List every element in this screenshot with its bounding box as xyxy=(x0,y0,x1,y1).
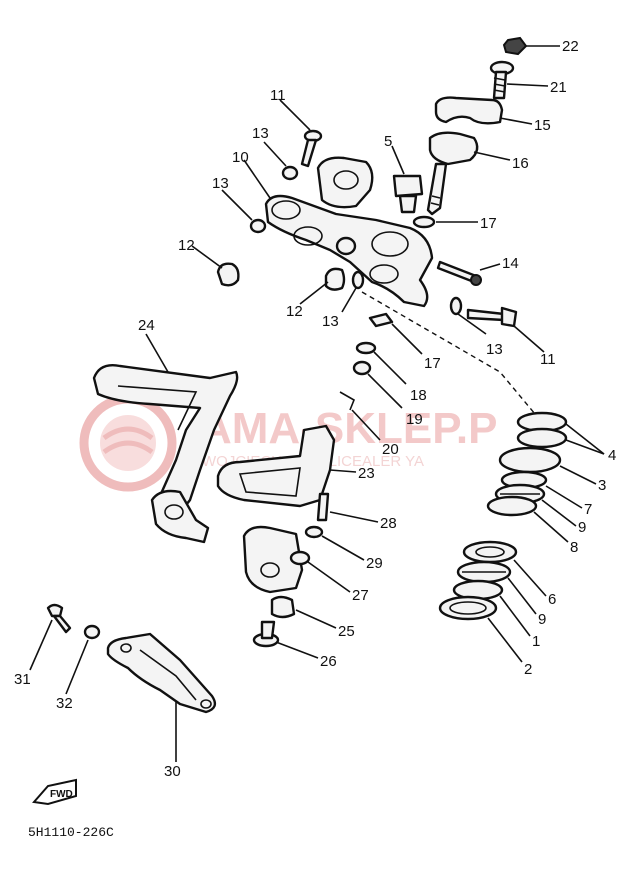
part-13-washer-b xyxy=(221,189,267,234)
callout-6: 6 xyxy=(548,591,556,608)
part-20-pin xyxy=(339,391,381,441)
callout-13-d: 13 xyxy=(486,341,503,358)
part-15-holder-upper xyxy=(434,96,533,125)
callout-15: 15 xyxy=(534,117,551,134)
part-upper-bracket xyxy=(243,159,434,308)
part-14-bolt xyxy=(436,260,501,286)
callout-28: 28 xyxy=(380,515,397,532)
part-13-washer-c xyxy=(341,270,365,313)
part-28-bolt xyxy=(316,492,379,523)
callout-21: 21 xyxy=(550,79,567,96)
fwd-arrow-icon: FWD xyxy=(32,778,77,806)
callout-23: 23 xyxy=(358,465,375,482)
callout-10: 10 xyxy=(232,149,249,166)
part-8-race xyxy=(486,495,569,543)
callout-7: 7 xyxy=(584,501,592,518)
callout-17-top: 17 xyxy=(480,215,497,232)
diagram-code: 5H1110-226C xyxy=(28,825,114,840)
callout-22: 22 xyxy=(562,38,579,55)
part-12-cap-nut-left xyxy=(191,245,240,287)
callout-24: 24 xyxy=(138,317,155,334)
part-7-race xyxy=(500,470,583,509)
part-handle-holder-left xyxy=(316,156,374,209)
callout-17-mid: 17 xyxy=(424,355,441,372)
part-11-bolt-right xyxy=(466,306,545,353)
part-13-washer-d xyxy=(449,296,487,335)
callout-12-left: 12 xyxy=(178,237,195,254)
part-26-bushing xyxy=(252,620,319,659)
part-24-bracket xyxy=(92,333,239,544)
part-12-cap-nut-right xyxy=(299,267,346,305)
callout-9-top: 9 xyxy=(578,519,586,536)
callout-4: 4 xyxy=(608,447,616,464)
callout-29: 29 xyxy=(366,555,383,572)
callout-19: 19 xyxy=(406,411,423,428)
callout-13-c: 13 xyxy=(322,313,339,330)
part-6-race xyxy=(462,540,547,597)
part-13-washer-a xyxy=(263,141,299,181)
watermark-logo-icon xyxy=(79,394,177,492)
callout-18: 18 xyxy=(410,387,427,404)
part-32-washer xyxy=(65,624,101,695)
part-17-washer-top xyxy=(412,215,478,229)
callout-13-a: 13 xyxy=(252,125,269,142)
callout-3: 3 xyxy=(598,477,606,494)
watermark-brand: AMA-SKLEP.P xyxy=(200,404,497,453)
callout-2: 2 xyxy=(524,661,532,678)
callout-11-right: 11 xyxy=(540,351,556,368)
watermark: AMA-SKLEP.P WOJCIECH WICZ LICEALER YA xyxy=(79,394,497,492)
callout-14: 14 xyxy=(502,255,519,272)
part-3-race xyxy=(498,446,597,485)
callout-25: 25 xyxy=(338,623,355,640)
callout-16: 16 xyxy=(512,155,529,172)
part-22-nut xyxy=(502,36,560,56)
callout-8: 8 xyxy=(570,539,578,556)
part-16-holder-lower xyxy=(426,131,511,216)
part-17-washer-mid xyxy=(368,312,423,355)
part-30-bracket xyxy=(106,632,217,762)
part-29-washer xyxy=(304,525,365,561)
part-9-bearing-lower xyxy=(456,560,537,615)
alignment-line xyxy=(361,291,541,421)
callout-11-top: 11 xyxy=(270,87,286,104)
callout-26: 26 xyxy=(320,653,337,670)
callout-13-b: 13 xyxy=(212,175,229,192)
fwd-label: FWD xyxy=(50,789,73,800)
callout-1: 1 xyxy=(532,633,540,650)
callout-31: 31 xyxy=(14,671,31,688)
part-25-collar xyxy=(270,595,337,629)
part-11-bolt-top xyxy=(279,99,323,168)
callouts: 22 21 15 16 11 13 5 10 13 17 12 14 12 13… xyxy=(14,38,616,780)
part-31-bolt xyxy=(29,603,72,671)
callout-5: 5 xyxy=(384,133,392,150)
part-18-washer xyxy=(355,341,407,385)
part-27-collar xyxy=(289,550,351,593)
callout-30: 30 xyxy=(164,763,181,780)
part-23-bracket xyxy=(216,424,357,594)
part-4-bearing-cover xyxy=(516,411,605,455)
callout-32: 32 xyxy=(56,695,73,712)
part-2-seal xyxy=(438,595,523,663)
callout-12-right: 12 xyxy=(286,303,303,320)
callout-27: 27 xyxy=(352,587,369,604)
part-19-nut xyxy=(352,360,403,409)
callout-9-lower: 9 xyxy=(538,611,546,628)
part-21-bolt xyxy=(489,60,549,100)
part-5-steering-nut xyxy=(391,145,424,214)
callout-20: 20 xyxy=(382,441,399,458)
